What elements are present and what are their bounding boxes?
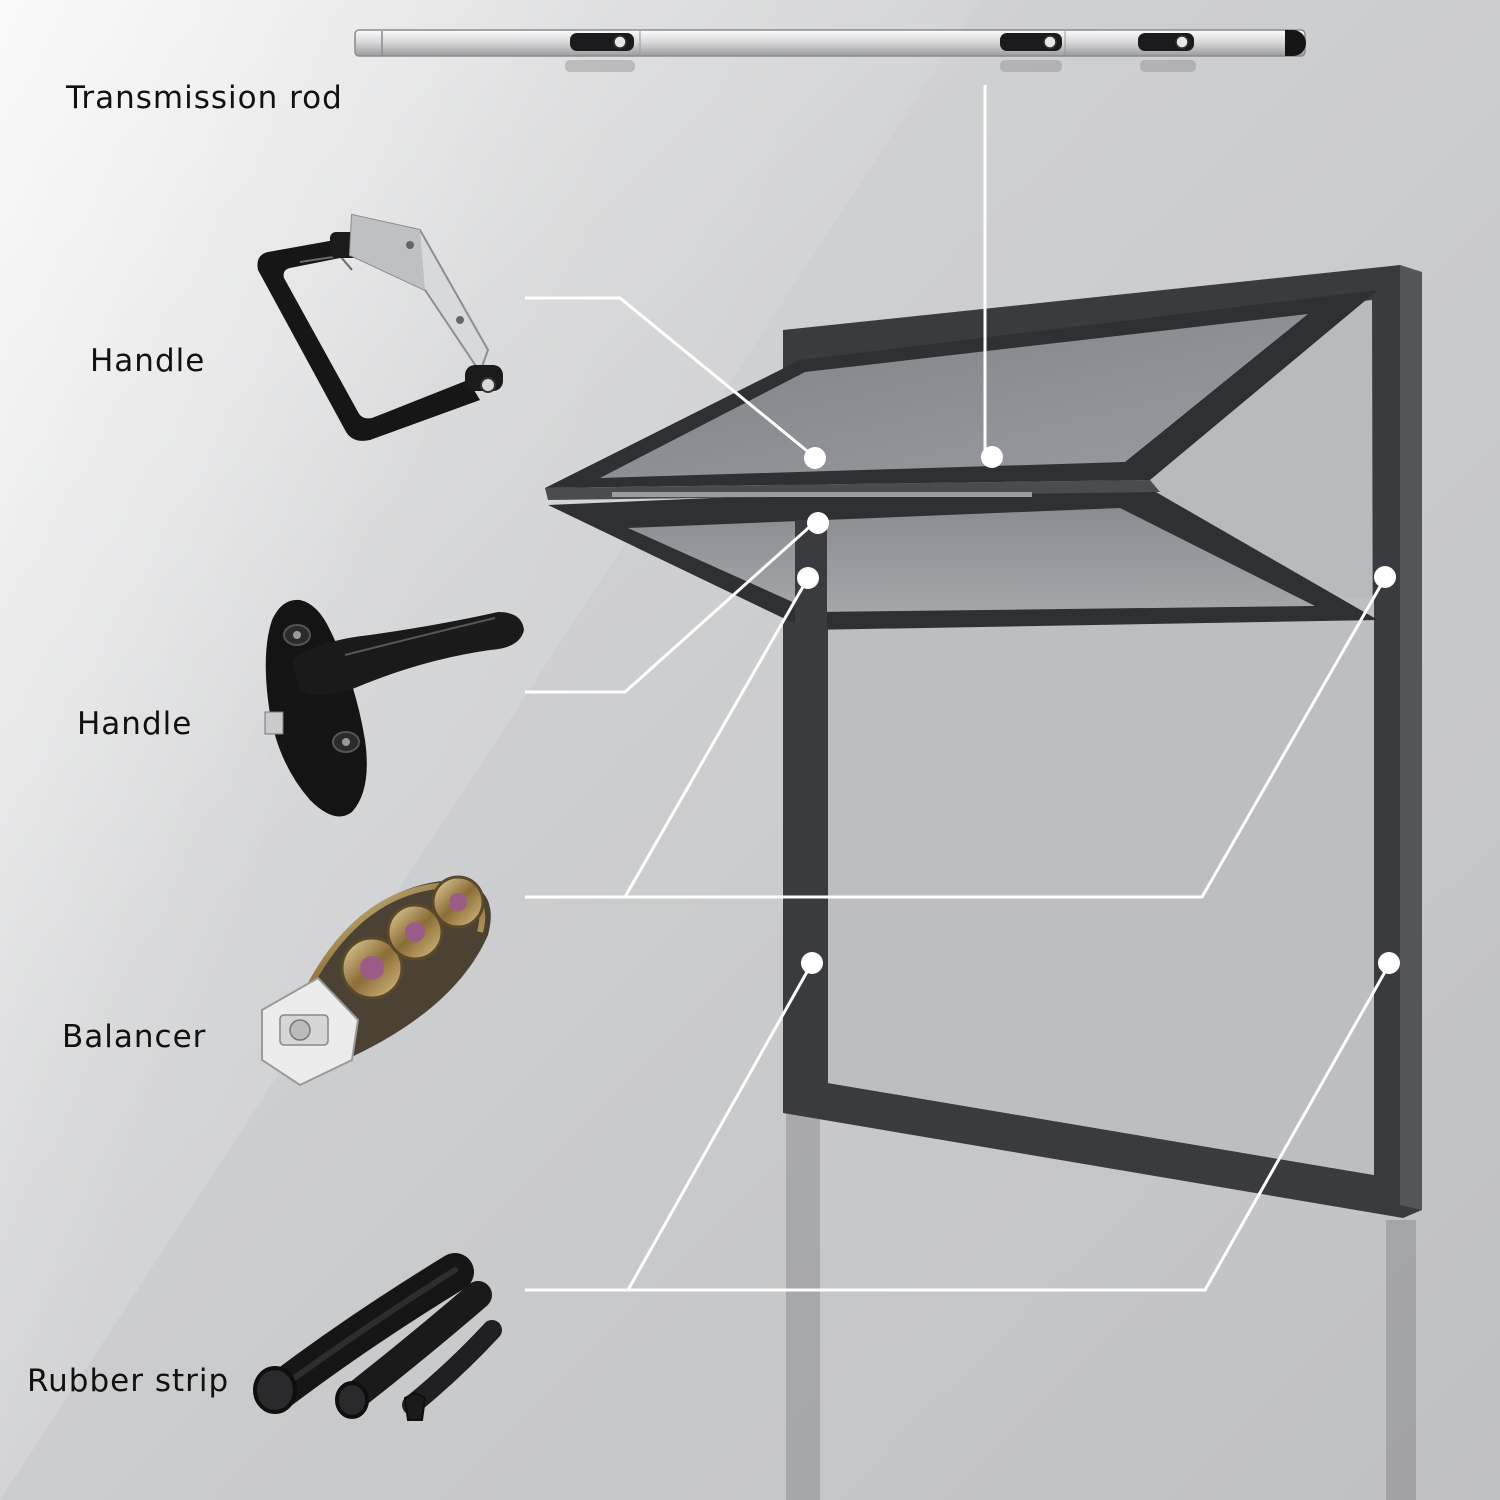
- rubber-strip-icon: [253, 1253, 502, 1421]
- transmission-rod-icon: [354, 29, 1306, 72]
- balancer-icon: [261, 875, 491, 1087]
- background-light-beam: [0, 0, 980, 1500]
- callout-balancer: [525, 577, 1387, 899]
- lever-handle-icon: [264, 599, 524, 817]
- dot-rubber-left: [801, 952, 823, 974]
- label-transmission-rod: Transmission rod: [66, 80, 343, 116]
- callout-dots: [797, 446, 1400, 974]
- window-mullion: [795, 520, 827, 1100]
- label-handle-top: Handle: [90, 343, 206, 379]
- dot-balancer-right: [1374, 566, 1396, 588]
- loop-handle-icon: [257, 213, 503, 441]
- label-balancer: Balancer: [62, 1019, 207, 1055]
- label-rubber-strip: Rubber strip: [27, 1363, 230, 1399]
- dot-balancer-left: [797, 567, 819, 589]
- window-frame-reflection: [786, 1110, 1416, 1500]
- dot-handle-top: [804, 447, 826, 469]
- dot-handle-lever: [807, 512, 829, 534]
- dot-transmission-rod: [981, 446, 1003, 468]
- callout-rubber-strip: [525, 962, 1392, 1292]
- window-upper-sash: [545, 290, 1378, 500]
- label-handle-lever: Handle: [77, 706, 193, 742]
- callout-handle-lever: [525, 520, 817, 694]
- callout-lines: [525, 85, 1392, 1292]
- dot-rubber-right: [1378, 952, 1400, 974]
- callout-handle-top: [525, 296, 813, 457]
